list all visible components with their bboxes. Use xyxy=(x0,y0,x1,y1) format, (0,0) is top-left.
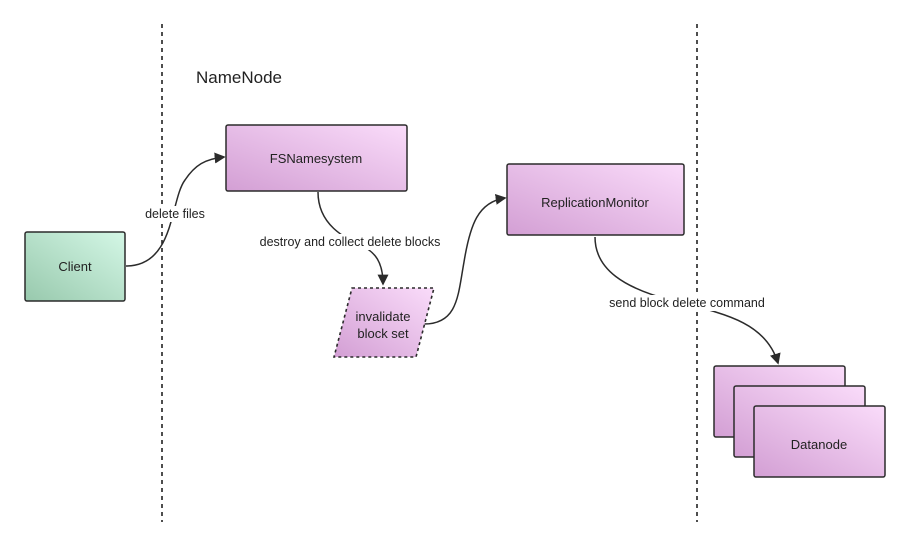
edge-label-destroy-collect: destroy and collect delete blocks xyxy=(260,235,441,249)
client-node: Client xyxy=(24,231,126,302)
edge-invalidate-to-replicationmonitor xyxy=(423,193,507,325)
fsnamesystem-label: FSNamesystem xyxy=(270,151,362,166)
datanode-label: Datanode xyxy=(791,437,847,452)
invalidate-label-line2: block set xyxy=(357,326,409,341)
edge-label-send-delete-group: send block delete command xyxy=(598,295,776,311)
edge-label-delete-files-group: delete files xyxy=(140,206,211,222)
datanode-front-card xyxy=(753,405,886,478)
invalidate-block-set-node: invalidate block set xyxy=(332,287,436,358)
edge-label-delete-files: delete files xyxy=(145,207,205,221)
namenode-title: NameNode xyxy=(196,68,282,87)
datanode-stack: Datanode xyxy=(713,365,886,478)
invalidate-label-line1: invalidate xyxy=(356,309,411,324)
edge-label-destroy-group: destroy and collect delete blocks xyxy=(246,234,454,250)
edge-label-send-block-delete: send block delete command xyxy=(609,296,765,310)
client-label: Client xyxy=(58,259,92,274)
edge-client-to-fsnamesystem xyxy=(125,152,226,267)
fsnamesystem-node: FSNamesystem xyxy=(225,124,408,192)
replication-monitor-label: ReplicationMonitor xyxy=(541,195,649,210)
replication-monitor-node: ReplicationMonitor xyxy=(506,163,685,236)
